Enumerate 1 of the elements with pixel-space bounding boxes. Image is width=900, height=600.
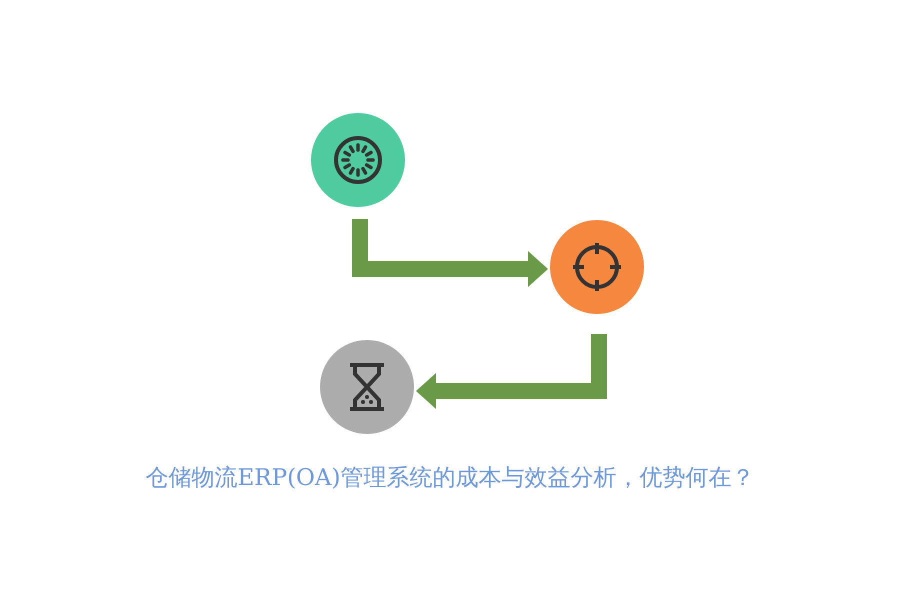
title: 仓储物流ERP(OA)管理系统的成本与效益分析，优势何在？ [144,464,756,493]
